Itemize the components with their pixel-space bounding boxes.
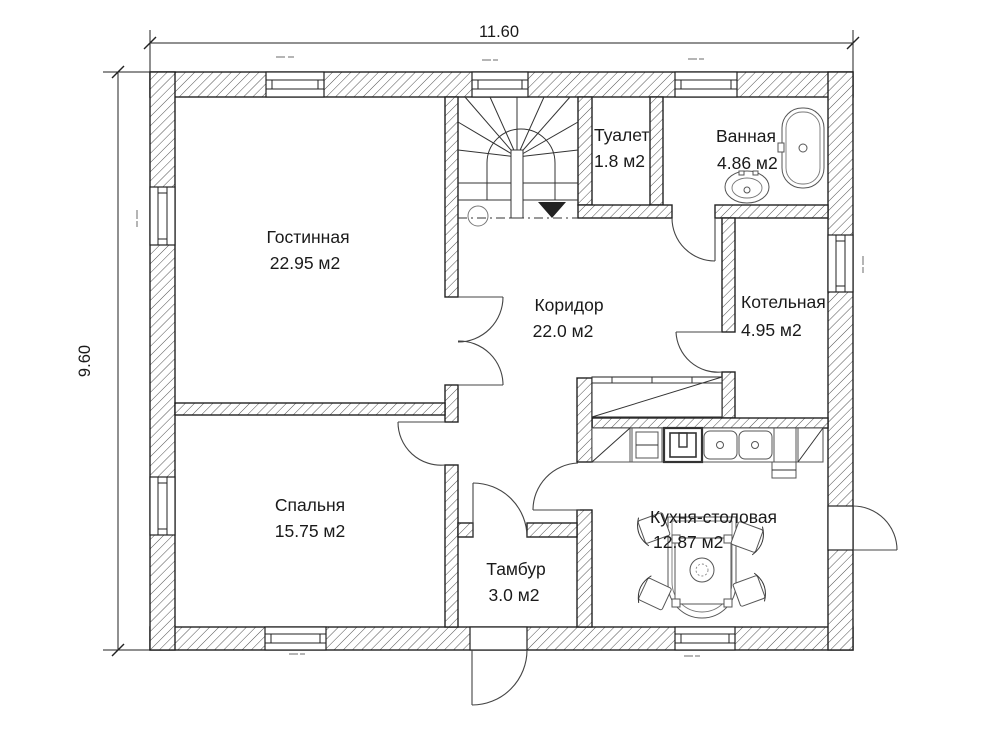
room-name: Гостинная: [266, 227, 349, 247]
window-stairs-top: [471, 71, 529, 98]
door-kitchen-side: [827, 505, 898, 551]
room-bath: Ванная 4.86 м2: [716, 126, 778, 173]
bath-sink: [724, 170, 770, 204]
stairs-column: [467, 205, 489, 227]
stove: [662, 426, 704, 464]
room-area: 4.95 м2: [741, 320, 802, 340]
kitchen-counter: [591, 426, 824, 479]
room-name: Ванная: [716, 126, 776, 146]
room-name: Котельная: [741, 292, 826, 312]
cabinet-corner-left: [591, 427, 631, 463]
chair: [637, 575, 672, 611]
cabinet-corner-right: [797, 427, 824, 463]
table-centerpiece: [689, 557, 715, 583]
dimension-top-label: 11.60: [479, 23, 519, 41]
window-bedroom-bottom: [264, 626, 327, 651]
room-boiler: Котельная 4.95 м2: [741, 292, 826, 340]
room-bedroom: Спальня 15.75 м2: [275, 495, 345, 541]
cabinet-shelves: [631, 427, 663, 463]
room-name: Кухня-столовая: [650, 507, 777, 527]
door-kitchen: [532, 462, 580, 511]
room-living: Гостинная 22.95 м2: [266, 227, 349, 273]
room-area: 3.0 м2: [489, 585, 540, 605]
wardrobe: [591, 376, 723, 418]
room-kitchen: Кухня-столовая 12.87 м2: [650, 507, 777, 552]
door-boiler: [675, 331, 723, 373]
room-area: 4.86 м2: [717, 153, 778, 173]
room-toilet: Туалет 1.8 м2: [594, 125, 649, 171]
door-living-double: [457, 296, 504, 386]
window-kitchen-bottom: [674, 626, 736, 651]
room-name: Тамбур: [486, 559, 545, 579]
door-bath: [671, 217, 716, 262]
window-bedroom-left: [149, 476, 176, 536]
bathtub: [777, 107, 825, 189]
windows: [149, 71, 854, 651]
doors: [397, 217, 898, 706]
chair: [730, 521, 764, 556]
door-entrance: [469, 626, 528, 706]
room-area: 12.87 м2: [653, 532, 723, 552]
interior-walls: [174, 96, 829, 628]
room-vestibule: Тамбур 3.0 м2: [486, 559, 545, 605]
dimension-top: [143, 30, 860, 72]
window-living-left: [149, 186, 176, 246]
room-area: 22.0 м2: [533, 321, 594, 341]
window-bath-top: [674, 71, 738, 98]
cabinet-small: [771, 427, 797, 479]
window-living-top: [265, 71, 325, 98]
dimension-left: [103, 65, 150, 657]
double-sink: [703, 430, 773, 460]
window-annotation-marks: [136, 56, 864, 657]
window-boiler-right: [827, 234, 854, 293]
door-vestibule-inner: [472, 482, 528, 538]
room-area: 1.8 м2: [594, 151, 645, 171]
dimension-left-label: 9.60: [76, 345, 94, 377]
chair: [732, 572, 766, 607]
bath-fixtures: [724, 107, 825, 204]
stairs-direction-arrow: [538, 202, 566, 218]
dining-set: [637, 512, 766, 619]
door-bedroom: [397, 421, 446, 466]
room-area: 22.95 м2: [270, 253, 340, 273]
staircase: [457, 96, 579, 227]
chair: [637, 512, 671, 547]
room-name: Коридор: [534, 295, 603, 315]
room-name: Туалет: [594, 125, 649, 145]
room-name: Спальня: [275, 495, 345, 515]
room-corridor: Коридор 22.0 м2: [533, 295, 604, 341]
room-area: 15.75 м2: [275, 521, 345, 541]
